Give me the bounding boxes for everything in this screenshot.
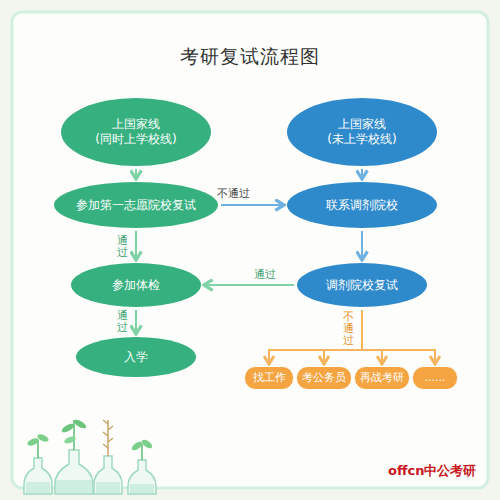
diagram-title: 考研复试流程图 <box>0 44 500 70</box>
plant-bottles <box>24 418 156 494</box>
node-text: ...... <box>425 371 446 385</box>
process-ellipse: 联系调剂院校 <box>287 182 437 228</box>
flow-arrow <box>135 310 137 334</box>
outcome-box: 再战考研 <box>354 366 410 390</box>
flow-arrow <box>135 231 137 260</box>
edge-label: 不通过 <box>343 311 354 347</box>
outcome-box: ...... <box>412 366 458 390</box>
node-text: 参加第一志愿院校复试 <box>76 198 196 213</box>
flow-arrow <box>135 169 137 179</box>
flow-arrow <box>324 310 362 364</box>
node-text: 考公务员 <box>302 371 346 385</box>
node-text: 调剂院校复试 <box>326 278 398 293</box>
edge-label: 通过 <box>117 235 128 259</box>
flow-arrow <box>362 310 435 364</box>
process-ellipse: 上国家线(同时上学校线) <box>61 98 211 166</box>
node-text: 入学 <box>124 350 148 365</box>
node-text: 找工作 <box>253 371 286 385</box>
process-ellipse: 参加第一志愿院校复试 <box>54 182 218 228</box>
edge-label: 不通过 <box>217 188 250 200</box>
edge-label: 通过 <box>117 310 128 334</box>
node-text: (同时上学校线) <box>95 132 176 147</box>
node-text: 再战考研 <box>360 371 404 385</box>
node-text: 上国家线 <box>338 117 386 132</box>
flow-arrow <box>361 231 363 260</box>
flow-arrow <box>361 169 363 179</box>
watermark: offcn中公考研 <box>388 462 476 480</box>
node-text: (未上学校线) <box>327 132 396 147</box>
flow-arrow <box>221 204 284 206</box>
process-ellipse: 参加体检 <box>71 263 201 307</box>
node-text: 上国家线 <box>112 117 160 132</box>
flow-arrow <box>204 284 294 286</box>
edge-label: 通过 <box>254 269 276 281</box>
outcome-box: 考公务员 <box>296 366 352 390</box>
outcome-box: 找工作 <box>244 366 294 390</box>
process-ellipse: 上国家线(未上学校线) <box>287 98 437 166</box>
process-ellipse: 调剂院校复试 <box>297 263 427 307</box>
node-text: 参加体检 <box>112 278 160 293</box>
node-text: 联系调剂院校 <box>326 198 398 213</box>
process-ellipse: 入学 <box>76 337 196 377</box>
flow-arrow <box>269 310 362 364</box>
flow-arrow <box>362 310 382 364</box>
